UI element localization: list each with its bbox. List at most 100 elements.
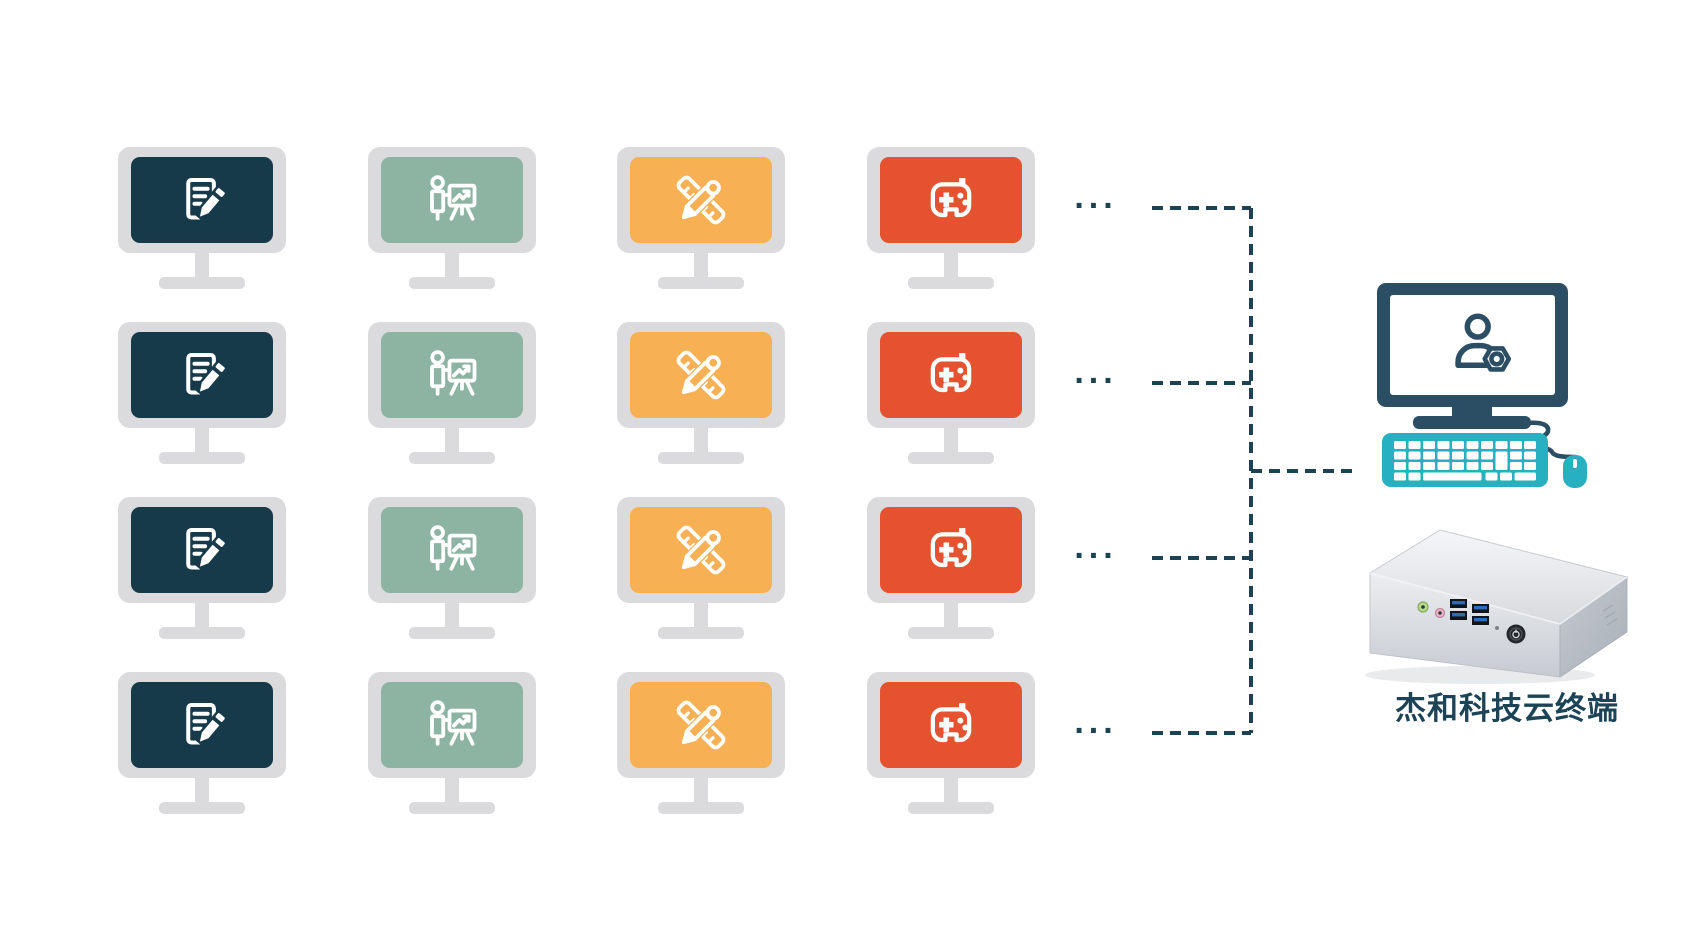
monitor-frame [867,322,1035,428]
admin-monitor-base [1413,416,1531,429]
monitor-screen [630,332,772,418]
monitor-base [409,277,495,289]
document-edit-icon [172,520,232,580]
monitor-stand [195,253,209,279]
monitor-stand [944,253,958,279]
monitor-frame [368,322,536,428]
monitor-base [409,802,495,814]
admin-monitor-screen [1390,295,1555,395]
design-workstation [617,322,785,464]
monitor-frame [118,147,286,253]
ruler-pencil-icon [671,695,731,755]
monitor-screen [880,682,1022,768]
monitor-stand [445,778,459,804]
monitor-base [658,452,744,464]
monitor-base [159,277,245,289]
monitor-base [908,277,994,289]
monitor-frame [617,497,785,603]
monitor-base [658,277,744,289]
power-button [1506,624,1526,644]
monitor-base [908,452,994,464]
gamepad-icon [921,695,981,755]
gaming-workstation [867,497,1035,639]
monitor-screen [131,507,273,593]
gamepad-icon [921,520,981,580]
monitor-stand [944,778,958,804]
monitor-base [159,802,245,814]
gamepad-icon [921,345,981,405]
monitor-frame [867,497,1035,603]
design-workstation [617,147,785,289]
monitor-stand [694,778,708,804]
monitor-frame [867,672,1035,778]
mouse-icon [1563,455,1587,488]
design-workstation [617,672,785,814]
monitor-frame [617,322,785,428]
monitor-stand [944,428,958,454]
ellipsis: ... [1074,353,1118,391]
monitor-screen [131,332,273,418]
presentation-chart-icon [422,695,482,755]
monitor-screen [131,682,273,768]
monitor-screen [880,507,1022,593]
presentation-workstation [368,497,536,639]
monitor-base [908,627,994,639]
device-label: 杰和科技云终端 [1395,691,1619,726]
monitor-screen [381,332,523,418]
monitor-stand [195,778,209,804]
monitor-stand [694,428,708,454]
ellipsis: ... [1074,178,1118,216]
monitor-screen [381,682,523,768]
monitor-stand [445,253,459,279]
monitor-frame [867,147,1035,253]
presentation-chart-icon [422,170,482,230]
presentation-chart-icon [422,345,482,405]
presentation-chart-icon [422,520,482,580]
side-vents [1602,604,1618,626]
monitor-screen [381,507,523,593]
monitor-frame [118,672,286,778]
monitor-base [658,802,744,814]
keyboard-icon [1382,433,1548,487]
ellipsis: ... [1074,703,1118,741]
design-workstation [617,497,785,639]
monitor-frame [617,147,785,253]
monitor-screen [880,332,1022,418]
mouse-wheel [1573,459,1577,468]
monitor-base [409,452,495,464]
monitor-screen [630,682,772,768]
monitor-base [159,627,245,639]
monitor-base [409,627,495,639]
monitor-base [159,452,245,464]
cloud-terminal-box [1365,529,1629,684]
monitor-frame [368,147,536,253]
monitor-base [658,627,744,639]
monitor-frame [118,497,286,603]
usb-ports [1450,599,1489,625]
admin-monitor [1377,283,1568,407]
presentation-workstation [368,147,536,289]
gamepad-icon [921,170,981,230]
office-workstation [118,497,286,639]
user-gear-icon [1441,307,1517,383]
document-edit-icon [172,345,232,405]
audio-out-jack [1417,601,1429,613]
monitor-screen [630,507,772,593]
monitor-frame [368,497,536,603]
monitor-stand [195,428,209,454]
office-workstation [118,147,286,289]
monitor-screen [381,157,523,243]
monitor-frame [118,322,286,428]
monitor-stand [195,603,209,629]
office-workstation [118,322,286,464]
monitor-screen [630,157,772,243]
gaming-workstation [867,147,1035,289]
document-edit-icon [172,170,232,230]
ellipsis: ... [1074,528,1118,566]
presentation-workstation [368,322,536,464]
monitor-stand [445,428,459,454]
monitor-stand [944,603,958,629]
monitor-screen [131,157,273,243]
monitor-frame [617,672,785,778]
